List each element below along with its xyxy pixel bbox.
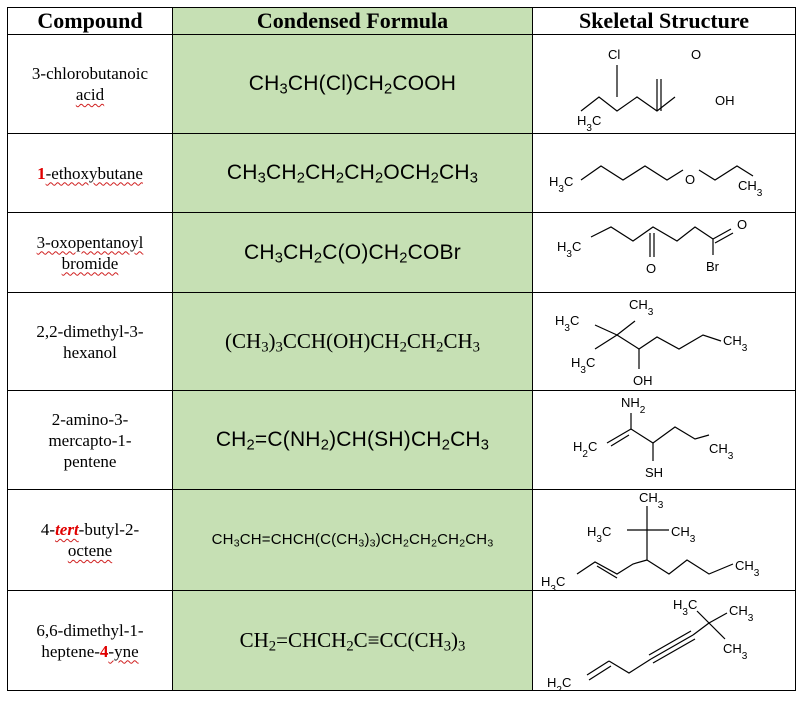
svg-text:OH: OH: [633, 373, 653, 388]
structure-2-amino-3-mercapto-1-pentene: NH2 H2C CH3 SH: [573, 395, 734, 480]
header-skeletal-structure: Skeletal Structure: [532, 7, 796, 35]
skeletal-structure: H3C O O Br: [532, 212, 796, 293]
skeletal-structure: CH3 H3C CH3 H3C OH: [532, 292, 796, 391]
skeletal-structure: H3C CH3 CH3 H2C: [532, 590, 796, 691]
structure-6-6-dimethyl-1-heptene-4-yne: H3C CH3 CH3 H2C: [547, 597, 754, 690]
condensed-formula: (CH3)3CCH(OH)CH2CH2CH3: [172, 292, 533, 391]
svg-text:CH3: CH3: [629, 297, 654, 318]
svg-text:H3C: H3C: [587, 524, 611, 545]
svg-text:CH3: CH3: [709, 441, 734, 462]
compound-name: 2-amino-3-mercapto-1-pentene: [7, 390, 173, 490]
compound-table: Compound Condensed Formula Skeletal Stru…: [7, 7, 796, 691]
svg-text:H3C: H3C: [571, 355, 595, 376]
svg-text:CH3: CH3: [729, 603, 754, 624]
svg-text:H3C: H3C: [541, 574, 565, 590]
svg-text:O: O: [691, 47, 701, 62]
condensed-formula: CH2=C(NH2)CH(SH)CH2CH3: [172, 390, 533, 490]
header-row: Compound Condensed Formula Skeletal Stru…: [7, 7, 796, 35]
svg-text:CH3: CH3: [723, 333, 748, 354]
skeletal-structure: CH3 H3C CH3 H3C CH3: [532, 489, 796, 591]
svg-text:Br: Br: [706, 259, 720, 274]
svg-text:CH3: CH3: [735, 558, 760, 579]
svg-text:H3C: H3C: [549, 174, 573, 195]
table-row: 2,2-dimethyl-3-hexanol (CH3)3CCH(OH)CH2C…: [7, 292, 796, 391]
condensed-formula: CH3CH2CH2CH2OCH2CH3: [172, 133, 533, 213]
svg-text:OH: OH: [715, 93, 735, 108]
svg-text:H3C: H3C: [557, 239, 581, 260]
svg-text:CH3: CH3: [671, 524, 696, 545]
header-condensed-formula: Condensed Formula: [172, 7, 533, 35]
svg-text:SH: SH: [645, 465, 663, 480]
table-row: 4-tert-butyl-2-octene CH3CH=CHCH(C(CH3)3…: [7, 489, 796, 591]
condensed-formula: CH3CH=CHCH(C(CH3)3)CH2CH2CH2CH3: [172, 489, 533, 591]
condensed-formula: CH3CH2C(O)CH2COBr: [172, 212, 533, 293]
table-row: 1-ethoxybutane CH3CH2CH2CH2OCH2CH3 H3C O…: [7, 133, 796, 213]
svg-text:NH2: NH2: [621, 395, 646, 416]
svg-text:O: O: [685, 172, 695, 187]
skeletal-structure: H3C O CH3: [532, 133, 796, 213]
skeletal-structure: Cl O H3C OH: [532, 34, 796, 134]
table-row: 2-amino-3-mercapto-1-pentene CH2=C(NH2)C…: [7, 390, 796, 490]
structure-4-tert-butyl-2-octene: CH3 H3C CH3 H3C CH3: [541, 490, 760, 590]
structure-3-chlorobutanoic-acid: Cl O H3C OH: [577, 47, 735, 133]
svg-text:H3C: H3C: [577, 113, 601, 133]
compound-name: 4-tert-butyl-2-octene: [7, 489, 173, 591]
svg-text:H3C: H3C: [673, 597, 697, 618]
condensed-formula: CH3CH(Cl)CH2COOH: [172, 34, 533, 134]
table-row: 6,6-dimethyl-1-heptene-4-yne CH2=CHCH2C≡…: [7, 590, 796, 691]
structure-1-ethoxybutane: H3C O CH3: [549, 165, 763, 199]
svg-text:CH3: CH3: [723, 641, 748, 662]
svg-text:H2C: H2C: [573, 439, 597, 460]
compound-name: 2,2-dimethyl-3-hexanol: [7, 292, 173, 391]
svg-text:O: O: [646, 261, 656, 276]
condensed-formula: CH2=CHCH2C≡CC(CH3)3: [172, 590, 533, 691]
svg-text:Cl: Cl: [608, 47, 620, 62]
svg-text:H3C: H3C: [555, 313, 579, 334]
svg-text:CH3: CH3: [738, 178, 763, 199]
header-compound: Compound: [7, 7, 173, 35]
svg-text:CH3: CH3: [639, 490, 664, 511]
svg-text:O: O: [737, 217, 747, 232]
skeletal-structure: NH2 H2C CH3 SH: [532, 390, 796, 490]
structure-3-oxopentanoyl-bromide: H3C O O Br: [557, 217, 747, 276]
structure-2-2-dimethyl-3-hexanol: CH3 H3C CH3 H3C OH: [555, 297, 748, 388]
compound-name: 1-ethoxybutane: [7, 133, 173, 213]
svg-text:H2C: H2C: [547, 675, 571, 690]
compound-name: 6,6-dimethyl-1-heptene-4-yne: [7, 590, 173, 691]
